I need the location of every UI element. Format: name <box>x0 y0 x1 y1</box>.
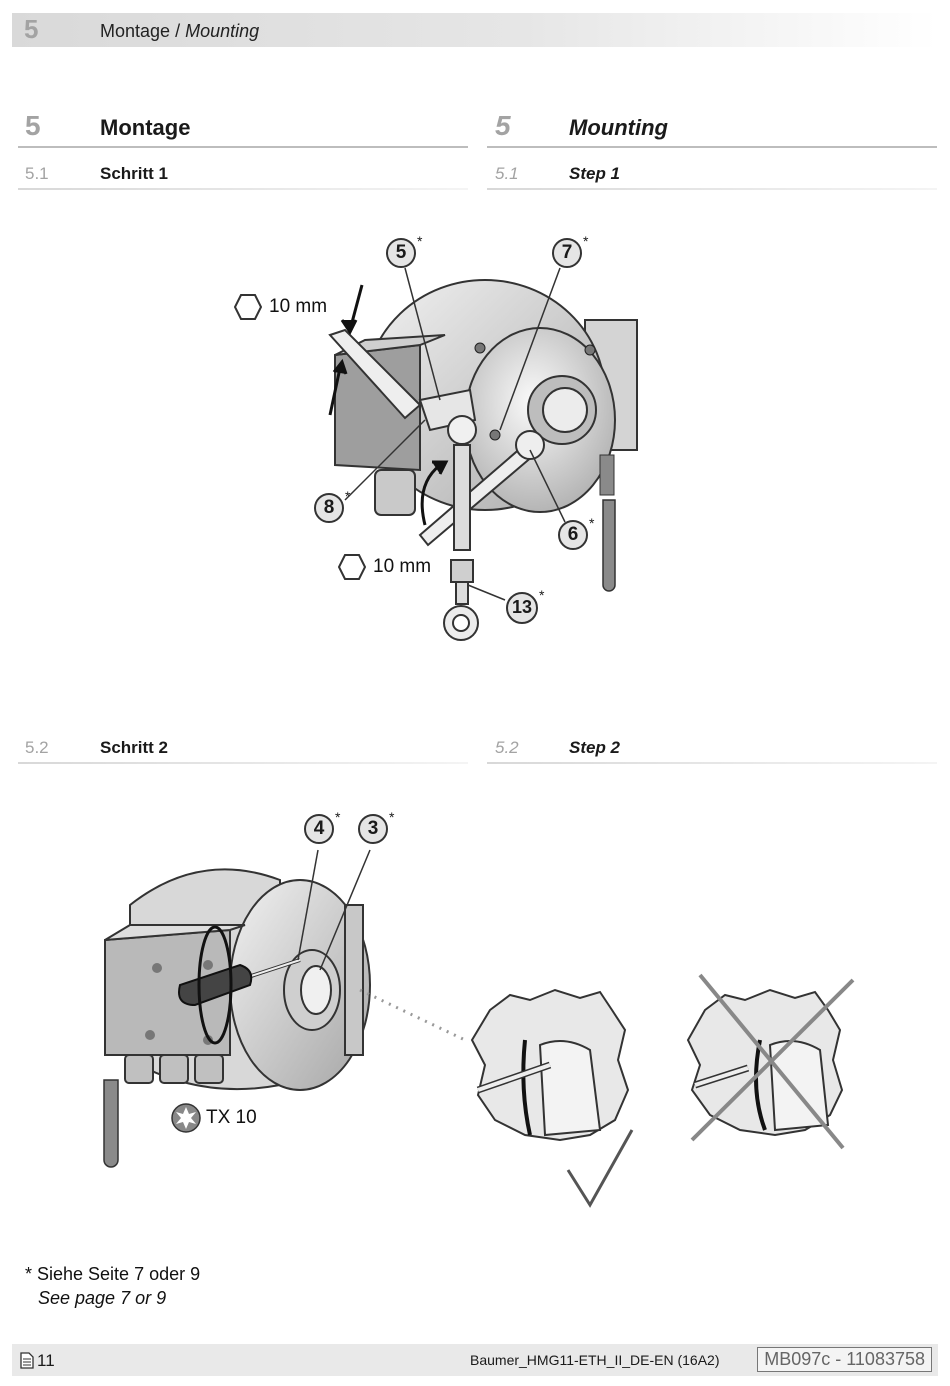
callout-mark: * <box>583 233 589 249</box>
callout-mark: * <box>589 515 595 531</box>
callout-number: 7 <box>561 242 573 263</box>
page-footer: 11 Baumer_HMG11-ETH_II_DE-EN (16A2) MB09… <box>12 1344 938 1376</box>
screwdriver <box>178 958 301 1007</box>
chapter-number-left: 5 <box>25 110 41 141</box>
header-title-separator: / <box>170 21 186 41</box>
page-number: 11 <box>37 1351 55 1370</box>
rotation-arrow <box>197 925 233 1045</box>
direction-arrows <box>328 284 449 526</box>
step1-figure <box>328 267 638 641</box>
detail-incorrect <box>686 973 855 1150</box>
callout-circle <box>552 238 582 268</box>
step1-title-right: Step 1 <box>569 164 621 183</box>
hex-wrench-icon <box>234 294 262 320</box>
header-title-de: Montage <box>100 21 171 41</box>
step1-number-left: 5.1 <box>25 164 49 183</box>
wrench-size-top: 10 mm <box>269 296 328 317</box>
callout-number: 5 <box>395 242 407 263</box>
chapter-rule-left <box>18 146 468 148</box>
callout-circle <box>314 493 344 523</box>
callout-mark: * <box>417 233 423 249</box>
header-title: Montage / Mounting <box>100 21 259 42</box>
step2-number-left: 5.2 <box>25 738 49 757</box>
step2-number-right: 5.2 <box>495 738 519 757</box>
chapter-title-right: Mounting <box>569 115 668 140</box>
callout-number: 8 <box>323 497 335 518</box>
callout-circle <box>304 814 334 844</box>
page-header: 5 Montage / Mounting <box>12 13 938 47</box>
spanner-wrench <box>328 328 545 547</box>
encoder-housing <box>334 279 638 592</box>
callout-mark: * <box>389 809 395 825</box>
footnote-en: See page 7 or 9 <box>38 1288 167 1308</box>
step1-title-left: Schritt 1 <box>100 164 169 183</box>
callout-circle <box>558 520 588 550</box>
leader-lines <box>344 267 566 601</box>
step1-rule-left <box>18 188 468 190</box>
footnote-de: * Siehe Seite 7 oder 9 <box>25 1264 201 1284</box>
callout-number: 3 <box>367 818 379 839</box>
callout-number: 4 <box>313 818 325 839</box>
document-id: MB097c - 11083758 <box>757 1347 932 1372</box>
document-icon <box>20 1352 34 1369</box>
hex-wrench-icon <box>338 554 366 580</box>
wrench-size-bottom: 10 mm <box>373 556 432 577</box>
callout-circle <box>506 592 538 624</box>
callout-number: 6 <box>567 524 579 545</box>
callout-circle <box>386 238 416 268</box>
dotted-connector <box>359 988 466 1042</box>
callout-circle <box>358 814 388 844</box>
step1-rule-right <box>487 188 937 190</box>
chapter-number-right: 5 <box>495 110 511 141</box>
step2-title-right: Step 2 <box>569 738 621 757</box>
detail-correct <box>470 988 634 1208</box>
header-title-en: Mounting <box>185 21 260 41</box>
callout-number: 13 <box>511 597 533 617</box>
leader-lines <box>297 849 371 971</box>
step2-rule-left <box>18 762 468 764</box>
callout-mark: * <box>539 587 545 603</box>
torx-size: TX 10 <box>206 1107 257 1128</box>
header-chapter-number: 5 <box>24 14 39 44</box>
step2-rule-right <box>487 762 937 764</box>
torx-icon <box>171 1103 201 1133</box>
document-name: Baumer_HMG11-ETH_II_DE-EN (16A2) <box>470 1352 720 1368</box>
step2-title-left: Schritt 2 <box>100 738 169 757</box>
chapter-title-left: Montage <box>100 115 191 140</box>
callout-mark: * <box>345 488 351 504</box>
chapter-rule-right <box>487 146 937 148</box>
callout-mark: * <box>335 809 341 825</box>
torque-arm <box>418 388 479 641</box>
step2-figure <box>103 849 466 1168</box>
step1-number-right: 5.1 <box>495 164 519 183</box>
